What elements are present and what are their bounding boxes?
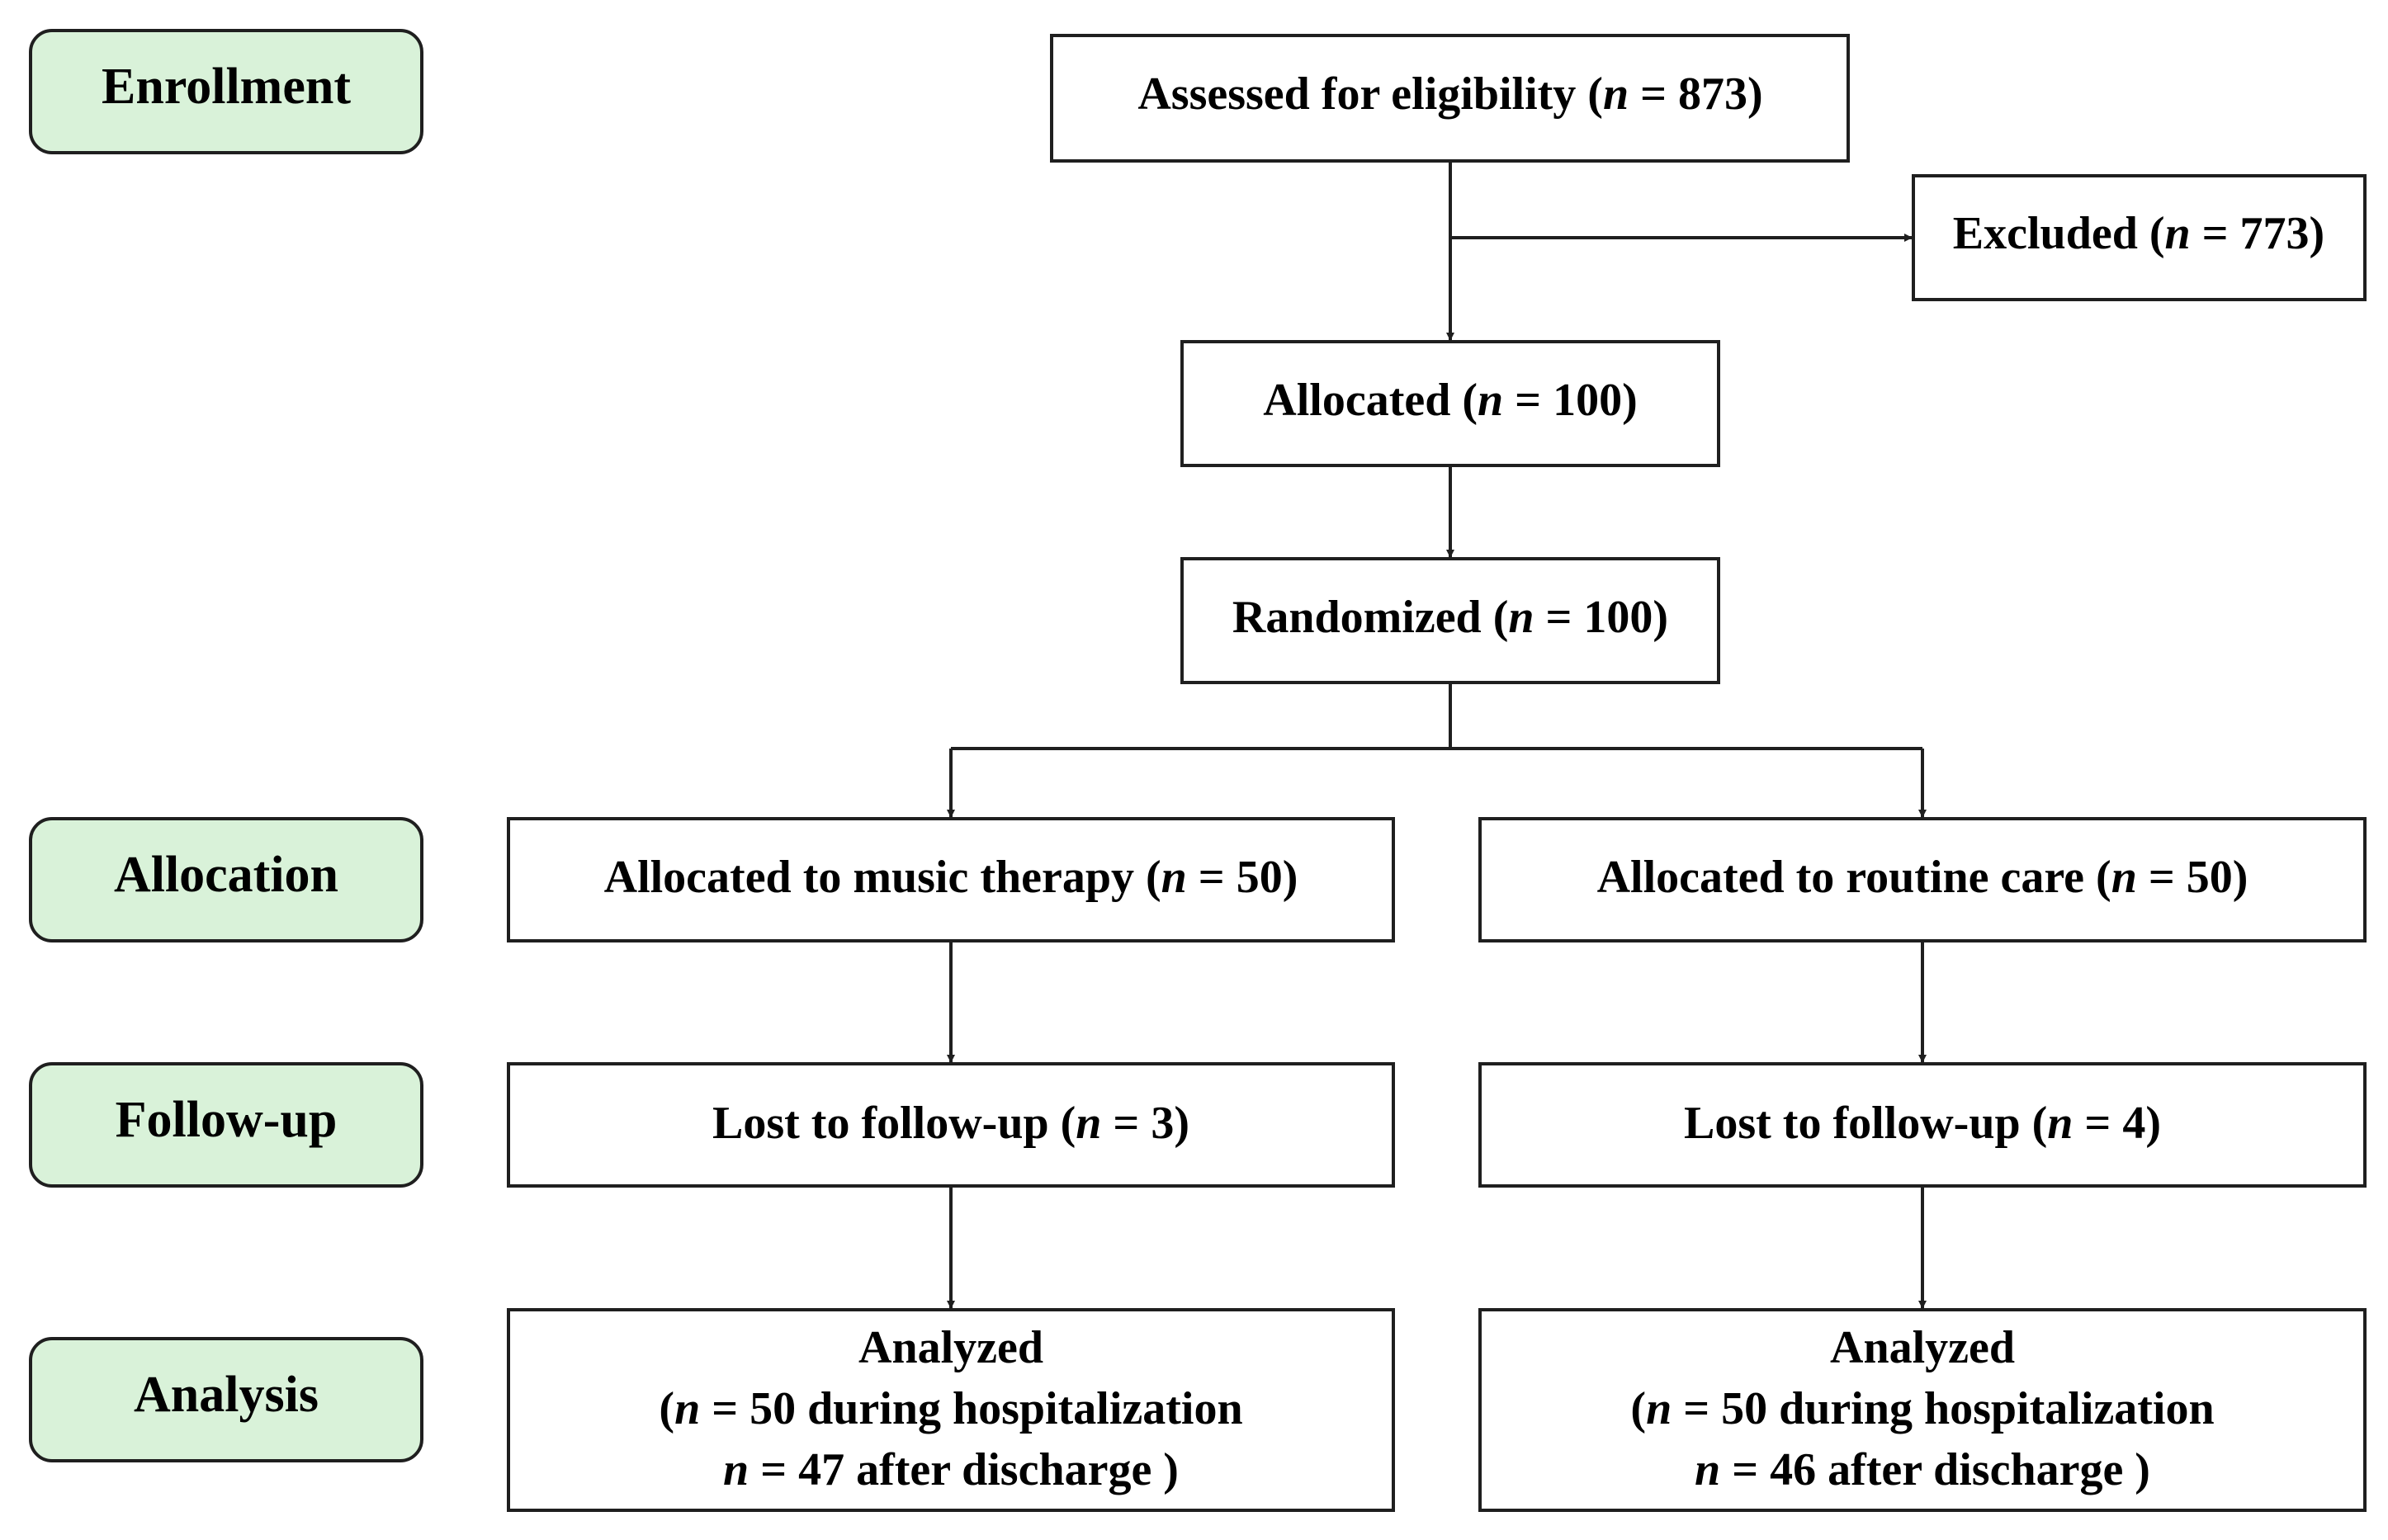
node-routine-care: Allocated to routine care (n = 50) [1478, 817, 2367, 942]
node-music-therapy-n: n [1161, 852, 1187, 903]
svg-text:n = 46 after discharge ): n = 46 after discharge ) [1695, 1444, 2150, 1495]
node-allocated-value: = 100) [1503, 375, 1638, 426]
node-analyzed-music-l2-value: = 50 during hospitalization [700, 1383, 1242, 1434]
node-assessed-label: Assessed for eligibility ( [1137, 68, 1603, 120]
svg-text:Allocated to routine care (n: Allocated to routine care (n = 50) [1597, 852, 2249, 903]
node-lost-music-value: = 3) [1101, 1098, 1189, 1149]
node-analyzed-music-l2-prefix: ( [659, 1383, 674, 1434]
node-excluded-n: n [2164, 208, 2190, 259]
svg-text:(n = 50 during hospitalization: (n = 50 during hospitalization [1630, 1383, 2214, 1434]
svg-text:Excluded (n = 773): Excluded (n = 773) [1953, 208, 2324, 259]
svg-text:Allocated to music therapy (n: Allocated to music therapy (n = 50) [604, 852, 1298, 903]
svg-text:Lost to follow-up (n = 4): Lost to follow-up (n = 4) [1684, 1098, 2161, 1149]
node-excluded: Excluded (n = 773) [1912, 174, 2367, 301]
node-lost-music-n: n [1076, 1098, 1101, 1149]
node-lost-routine-n: n [2047, 1098, 2073, 1149]
svg-text:Lost to follow-up (n = 3): Lost to follow-up (n = 3) [712, 1098, 1189, 1149]
node-analyzed-music: Analyzed (n = 50 during hospitalization … [507, 1308, 1395, 1512]
stage-analysis: Analysis [29, 1337, 423, 1462]
svg-text:Randomized (n = 100): Randomized (n = 100) [1232, 592, 1668, 643]
node-routine-care-n: n [2111, 852, 2137, 903]
node-routine-care-value: = 50) [2137, 852, 2249, 903]
node-randomized-n: n [1508, 592, 1534, 643]
node-lost-music-label: Lost to follow-up ( [712, 1098, 1076, 1149]
stage-enrollment: Enrollment [29, 29, 423, 154]
node-analyzed-routine: Analyzed (n = 50 during hospitalization … [1478, 1308, 2367, 1512]
node-lost-music: Lost to follow-up (n = 3) [507, 1062, 1395, 1188]
svg-text:(n = 50 during hospitalization: (n = 50 during hospitalization [659, 1383, 1242, 1434]
node-analyzed-music-l3-n: n [723, 1444, 749, 1495]
node-analyzed-music-title: Analyzed [858, 1322, 1043, 1373]
node-assessed-n: n [1603, 68, 1629, 120]
node-routine-care-label: Allocated to routine care ( [1597, 852, 2111, 903]
node-analyzed-routine-l3-value: = 46 after discharge ) [1720, 1444, 2150, 1495]
node-lost-routine-label: Lost to follow-up ( [1684, 1098, 2047, 1149]
node-music-therapy: Allocated to music therapy (n = 50) [507, 817, 1395, 942]
node-analyzed-music-l2-n: n [674, 1383, 700, 1434]
node-analyzed-routine-l2-prefix: ( [1630, 1383, 1646, 1434]
node-allocated: Allocated (n = 100) [1180, 340, 1720, 467]
node-lost-routine: Lost to follow-up (n = 4) [1478, 1062, 2367, 1188]
node-analyzed-routine-l2-n: n [1646, 1383, 1672, 1434]
node-excluded-value: = 773) [2191, 208, 2325, 259]
node-assessed: Assessed for eligibility (n = 873) [1050, 34, 1850, 163]
stage-analysis-label: Analysis [134, 1367, 319, 1423]
stage-allocation: Allocation [29, 817, 423, 942]
node-randomized-value: = 100) [1534, 592, 1669, 643]
node-randomized-label: Randomized ( [1232, 592, 1508, 643]
svg-text:n = 47 after discharge ): n = 47 after discharge ) [723, 1444, 1179, 1495]
node-music-therapy-label: Allocated to music therapy ( [604, 852, 1161, 903]
node-analyzed-routine-l2-value: = 50 during hospitalization [1672, 1383, 2214, 1434]
node-allocated-n: n [1478, 375, 1503, 426]
node-randomized: Randomized (n = 100) [1180, 557, 1720, 684]
node-lost-routine-value: = 4) [2073, 1098, 2161, 1149]
stage-follow-up-label: Follow-up [116, 1092, 338, 1148]
node-music-therapy-value: = 50) [1187, 852, 1298, 903]
stage-enrollment-label: Enrollment [102, 59, 351, 115]
node-analyzed-music-l3-value: = 47 after discharge ) [749, 1444, 1179, 1495]
node-assessed-value: = 873) [1629, 68, 1763, 120]
stage-allocation-label: Allocation [114, 847, 338, 903]
node-analyzed-routine-l3-n: n [1695, 1444, 1720, 1495]
svg-text:Allocated (n = 100): Allocated (n = 100) [1263, 375, 1637, 426]
node-analyzed-routine-title: Analyzed [1830, 1322, 2015, 1373]
node-excluded-label: Excluded ( [1953, 208, 2165, 259]
svg-text:Assessed for eligibility (n =: Assessed for eligibility (n = 873) [1137, 68, 1762, 120]
node-allocated-label: Allocated ( [1263, 375, 1478, 426]
stage-follow-up: Follow-up [29, 1062, 423, 1188]
